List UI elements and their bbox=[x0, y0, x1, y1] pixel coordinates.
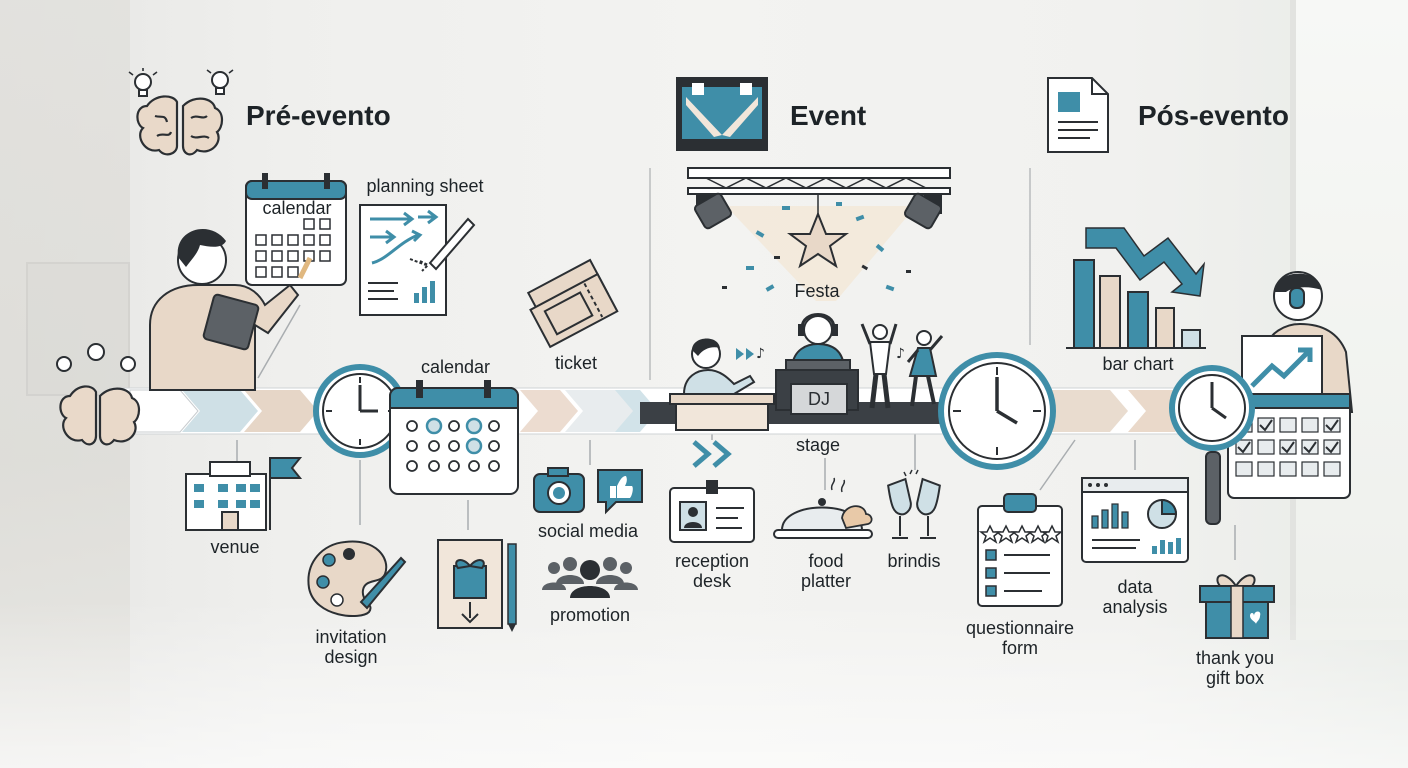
planning-sheet-icon bbox=[359, 204, 476, 316]
questionnaire-form-line1: questionnaire bbox=[965, 618, 1075, 638]
clock-event-icon bbox=[938, 352, 1056, 470]
palette-icon bbox=[307, 540, 407, 618]
planner-person-icon bbox=[149, 229, 300, 391]
svg-text:♪: ♪ bbox=[756, 346, 765, 362]
social-media-label: social media bbox=[537, 521, 639, 541]
calendar-top-icon bbox=[245, 173, 347, 286]
stage-spotlight-icon bbox=[676, 77, 768, 151]
promotion-people-icon bbox=[542, 557, 638, 598]
brain-lightbulb-icon bbox=[128, 68, 234, 156]
food-platter-icon bbox=[773, 477, 873, 539]
questionnaire-form-icon bbox=[977, 493, 1064, 607]
thank-you-gift-box-label: thank you gift box bbox=[1180, 648, 1290, 688]
event-title: Event bbox=[790, 100, 867, 131]
brain-ideas-icon bbox=[56, 343, 141, 446]
background-floor bbox=[0, 600, 1408, 768]
thank-you-gift-box-line1: thank you bbox=[1195, 648, 1275, 668]
calendar-mid-icon bbox=[389, 380, 519, 495]
ticket-icon bbox=[526, 258, 619, 349]
venue-building-icon bbox=[185, 457, 303, 531]
promotion-label: promotion bbox=[549, 605, 631, 625]
dj-sign: DJ bbox=[790, 383, 848, 415]
bar-chart-label: bar chart bbox=[1102, 354, 1174, 374]
analyst-person-icon bbox=[1227, 271, 1354, 499]
questionnaire-form-line2: form bbox=[1002, 638, 1038, 658]
calendar-top-label: calendar bbox=[262, 198, 332, 218]
reception-badge-icon bbox=[669, 480, 755, 543]
food-platter-line1: food bbox=[808, 551, 844, 571]
reception-desk-label: reception desk bbox=[662, 551, 762, 591]
data-analysis-label: data analysis bbox=[1085, 577, 1185, 617]
thank-you-gift-box-line2: gift box bbox=[1205, 668, 1265, 688]
food-platter-label: food platter bbox=[788, 551, 864, 591]
forward-arrows-icon bbox=[692, 440, 732, 468]
data-analysis-line1: data bbox=[1117, 577, 1153, 597]
dancers-icon: ♪ bbox=[860, 323, 944, 409]
reception-desk-line2: desk bbox=[692, 571, 732, 591]
ticket-label: ticket bbox=[554, 353, 597, 373]
food-platter-line2: platter bbox=[800, 571, 852, 591]
magnifier-clock-icon bbox=[1169, 365, 1255, 525]
data-analysis-window-icon bbox=[1081, 477, 1189, 563]
stage-label: stage bbox=[795, 435, 841, 455]
questionnaire-form-label: questionnaire form bbox=[955, 618, 1085, 658]
gift-box-icon bbox=[1199, 574, 1275, 639]
invitation-design-line1: invitation bbox=[315, 627, 387, 647]
reception-host-icon: ♪ bbox=[669, 338, 775, 431]
venue-label: venue bbox=[210, 537, 260, 557]
reception-desk-line1: reception bbox=[674, 551, 750, 571]
calendar-mid-label: calendar bbox=[420, 357, 491, 377]
document-icon bbox=[1047, 77, 1109, 153]
brindis-glasses-icon bbox=[887, 469, 941, 539]
invitation-design-line2: design bbox=[324, 647, 378, 667]
pre-event-title: Pré-evento bbox=[246, 100, 391, 131]
invitation-design-label: invitation design bbox=[296, 627, 406, 667]
invitation-card-icon bbox=[437, 539, 517, 632]
festa-label: Festa bbox=[794, 281, 840, 301]
svg-text:♪: ♪ bbox=[896, 346, 905, 362]
planning-sheet-label: planning sheet bbox=[366, 176, 484, 196]
truss-spotlights-icon bbox=[687, 167, 951, 301]
brindis-label: brindis bbox=[887, 551, 941, 571]
data-analysis-line2: analysis bbox=[1102, 597, 1168, 617]
social-media-icons bbox=[533, 467, 643, 515]
bar-chart-icon bbox=[1066, 227, 1206, 349]
post-event-title: Pós-evento bbox=[1138, 100, 1289, 131]
